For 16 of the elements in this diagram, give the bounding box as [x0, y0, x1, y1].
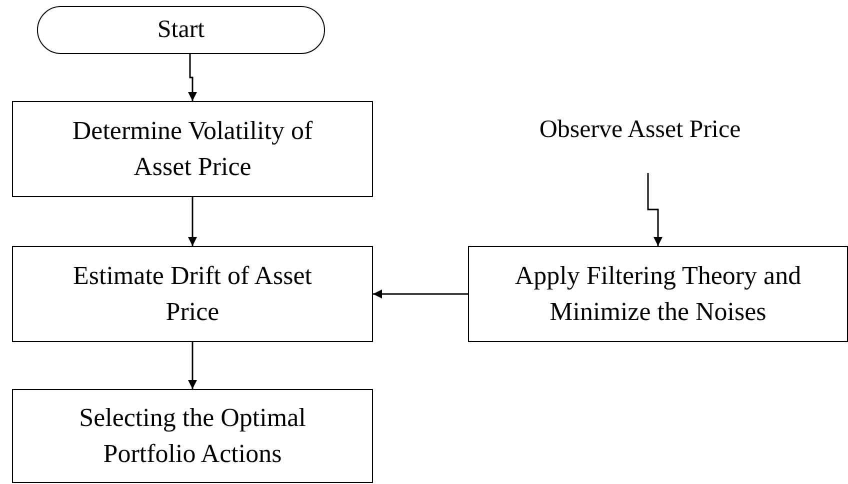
- step-text: Selecting the Optimal Portfolio Actions: [78, 402, 307, 470]
- input-label-text: Observe Asset Price: [539, 115, 741, 145]
- arrow: [188, 342, 197, 389]
- step-text: Estimate Drift of Asset Price: [72, 260, 313, 328]
- process-box: [12, 246, 373, 342]
- process-box: [468, 246, 848, 342]
- arrow: [188, 197, 197, 246]
- arrow: [647, 173, 662, 246]
- arrow: [188, 54, 197, 101]
- process-box: [12, 389, 373, 483]
- step-text: Determine Volatility of Asset Price: [71, 115, 314, 183]
- step-text: Start: [157, 15, 205, 45]
- step-text: Apply Filtering Theory and Minimize the Noises: [514, 260, 802, 328]
- arrow: [373, 290, 468, 298]
- process-box: [12, 101, 373, 197]
- start-terminal: [37, 6, 325, 54]
